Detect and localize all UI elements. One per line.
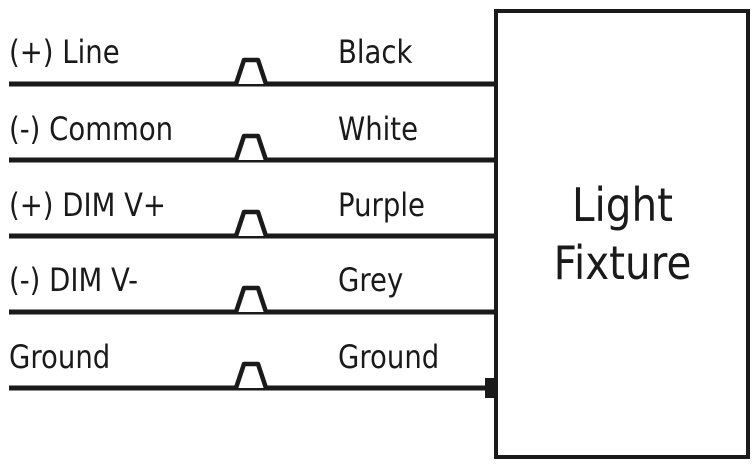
source-label-line: (+) Line — [9, 33, 120, 71]
source-label-ground: Ground — [9, 338, 111, 376]
wire-nut-icon — [233, 133, 269, 161]
ground-terminal-icon — [485, 378, 497, 398]
wire-color-label-black: Black — [338, 33, 413, 71]
wire-nut-icon — [233, 285, 269, 313]
wire-nut-icon — [233, 209, 269, 237]
wire-color-label-white: White — [338, 110, 419, 148]
light-fixture-label: Light Fixture — [511, 176, 734, 292]
light-fixture-label-line1: Light — [571, 178, 674, 232]
wire-color-label-grey: Grey — [338, 261, 404, 299]
wire-color-label-ground: Ground — [338, 338, 440, 376]
source-label-common: (-) Common — [9, 110, 174, 148]
wire-nut-icon — [233, 57, 269, 85]
light-fixture-box — [494, 9, 750, 459]
wire-nut-icon — [233, 361, 269, 389]
source-label-dim-minus: (-) DIM V- — [9, 261, 139, 299]
wire-color-label-purple: Purple — [338, 186, 425, 224]
source-label-dim-plus: (+) DIM V+ — [9, 186, 166, 224]
light-fixture-label-line2: Fixture — [553, 236, 692, 290]
